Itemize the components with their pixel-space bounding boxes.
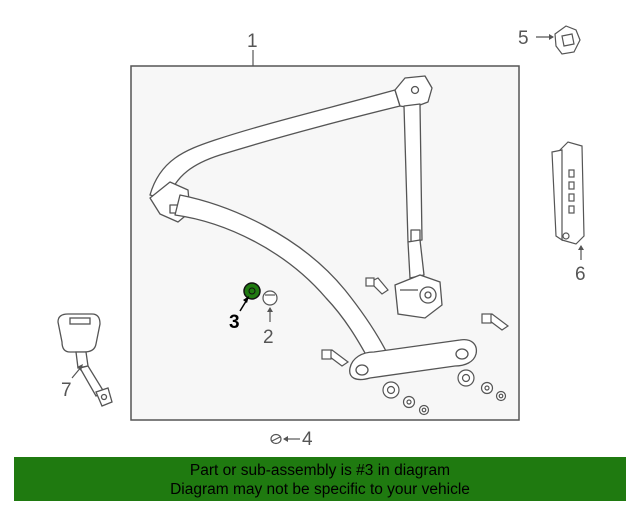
part-3-highlight[interactable]: [243, 282, 261, 300]
arrow-head-7: [77, 364, 83, 371]
info-banner: Part or sub-assembly is #3 in diagram Di…: [14, 457, 626, 501]
arrow-head-3: [243, 296, 249, 303]
callout-3[interactable]: 3: [229, 312, 240, 333]
arrow-head-5: [549, 34, 554, 40]
arrow-head-2: [267, 307, 273, 312]
arrow-head-4: [283, 436, 288, 442]
retractor: [394, 274, 443, 319]
callout-7[interactable]: 7: [61, 380, 72, 401]
part-4-washer: [270, 433, 282, 445]
callout-2[interactable]: 2: [263, 327, 274, 348]
seat-belt-webbing: [149, 75, 433, 363]
washers-set: [382, 369, 507, 416]
part-2-cap: [262, 290, 278, 306]
arrow-head-6: [578, 245, 584, 250]
part-7-buckle: [57, 313, 113, 407]
retractor-bolt: [365, 277, 389, 295]
anchor-rail: [349, 339, 478, 381]
callout-5[interactable]: 5: [518, 28, 529, 49]
rail-bolts: [321, 313, 510, 367]
banner-line-2: Diagram may not be specific to your vehi…: [170, 481, 470, 498]
callout-6[interactable]: 6: [575, 264, 586, 285]
banner-line-1: Part or sub-assembly is #3 in diagram: [189, 462, 451, 479]
part-5-clip: [554, 25, 581, 55]
callout-4[interactable]: 4: [302, 429, 313, 450]
part-6-adjuster: [551, 141, 585, 245]
callout-1[interactable]: 1: [247, 31, 258, 52]
